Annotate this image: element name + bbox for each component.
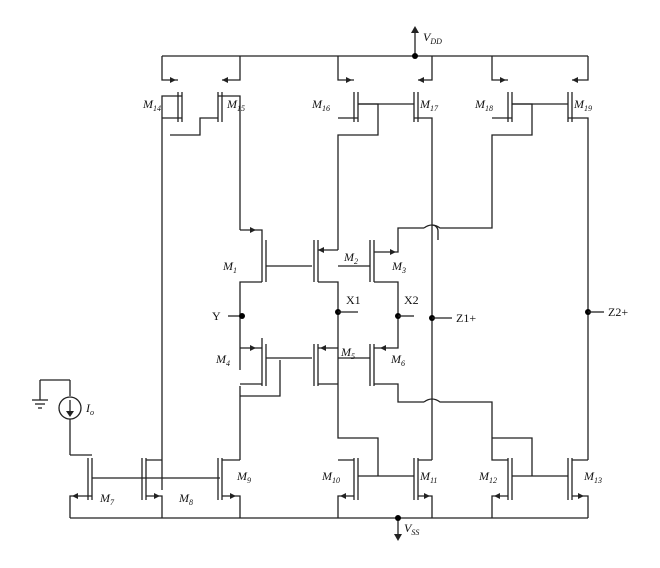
vdd-rail [162, 26, 588, 59]
label-m17: M17 [419, 97, 439, 113]
label-m16: M16 [311, 97, 330, 113]
nmos-row-bottom [69, 390, 589, 518]
label-m13: M13 [583, 469, 602, 485]
label-m11: M11 [419, 469, 437, 485]
label-m7: M7 [99, 491, 115, 507]
label-m3: M3 [391, 259, 406, 275]
internal-nodes [228, 309, 604, 460]
core-transistors [239, 224, 493, 460]
vdd-label: VDD [423, 30, 442, 46]
transistor-labels: M14 M15 M16 M17 M18 M19 M1 M2 M3 M4 M5 M… [99, 97, 602, 507]
vss-rail [70, 515, 588, 541]
node-y-label: Y [212, 309, 221, 323]
bias-current-label: Io [85, 401, 94, 417]
label-m5: M5 [340, 345, 355, 361]
label-m1: M1 [222, 259, 237, 275]
label-m9: M9 [236, 469, 251, 485]
label-m6: M6 [390, 352, 405, 368]
label-m12: M12 [478, 469, 497, 485]
output-z1-label: Z1+ [456, 311, 476, 325]
label-m19: M19 [573, 97, 592, 113]
node-x2-label: X2 [404, 293, 419, 307]
label-m4: M4 [215, 352, 230, 368]
pmos-row-top [161, 56, 589, 490]
vss-label: VSS [404, 521, 419, 537]
label-m10: M10 [321, 469, 340, 485]
node-x1-label: X1 [346, 293, 361, 307]
label-m18: M18 [474, 97, 493, 113]
bias-current-source [39, 379, 82, 455]
label-m15: M15 [226, 97, 245, 113]
label-m2: M2 [343, 250, 358, 266]
output-z2-label: Z2+ [608, 305, 628, 319]
label-m14: M14 [142, 97, 161, 113]
ground-icon [32, 399, 48, 409]
label-m8: M8 [178, 491, 193, 507]
